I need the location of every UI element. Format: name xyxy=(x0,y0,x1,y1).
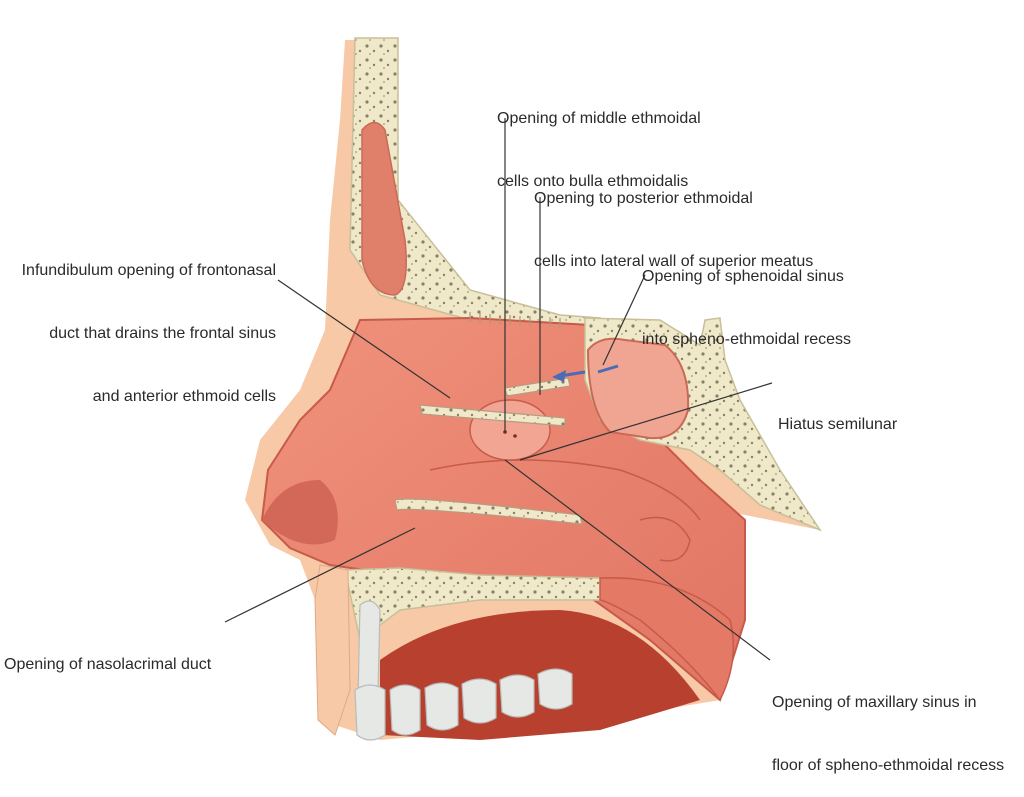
tooth xyxy=(354,684,386,741)
ethmoid-opening xyxy=(513,434,517,438)
bulla-ethmoidalis xyxy=(469,399,551,461)
label-hiatus: Hiatus semilunar xyxy=(778,416,898,433)
label-sphenoidal: Opening of sphenoidal sinus into spheno-… xyxy=(642,268,852,348)
upper-lip xyxy=(314,564,351,736)
sphenoidal-sinus xyxy=(586,337,690,440)
label-posterior-ethmoidal: Opening to posterior ethmoidal cells int… xyxy=(534,190,814,270)
leader-maxillary xyxy=(504,459,771,661)
tooth xyxy=(389,684,421,736)
nasal-cavity-diagram xyxy=(224,37,822,741)
leader-infundibulum xyxy=(277,279,451,399)
leader-nasolacrimal xyxy=(224,527,416,623)
lateral-wall-fold xyxy=(429,459,701,521)
tooth xyxy=(537,668,573,710)
frontal-sinus xyxy=(361,121,407,296)
drainage-arrow xyxy=(552,364,619,382)
label-maxillary: Opening of maxillary sinus in floor of s… xyxy=(772,694,1005,774)
inferior-concha-cut xyxy=(394,498,583,525)
soft-palate xyxy=(599,577,735,702)
leader-lines xyxy=(224,118,773,661)
middle-concha-cut xyxy=(419,404,566,427)
tooth xyxy=(424,682,459,731)
label-infundibulum: Infundibulum opening of frontonasal duct… xyxy=(21,262,276,405)
tooth xyxy=(499,674,535,718)
leader-sphenoidal xyxy=(602,274,646,366)
tooth xyxy=(461,678,497,724)
teeth xyxy=(354,600,573,741)
lateral-wall-fold xyxy=(639,516,691,562)
leader-hiatus xyxy=(519,382,773,461)
nostril-shade xyxy=(262,480,338,545)
superior-concha-cut xyxy=(504,377,571,397)
label-middle-ethmoidal: Opening of middle ethmoidal cells onto b… xyxy=(497,110,701,190)
label-nasolacrimal: Opening of nasolacrimal duct xyxy=(4,656,212,673)
